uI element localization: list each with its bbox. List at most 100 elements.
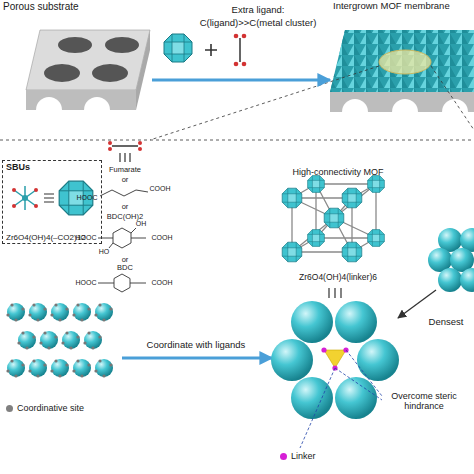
sbu-sphere <box>39 331 58 350</box>
sbu-box: SBUsZr6O4(OH)4(–CO2)12 <box>2 160 102 244</box>
sbu-sphere <box>28 359 47 378</box>
sbu-sphere <box>94 303 113 322</box>
mof-framework <box>282 176 384 262</box>
annotation: C(ligand)>>C(metal cluster) <box>200 18 317 28</box>
sbu-sphere <box>83 331 102 350</box>
membrane-panel: Intergrown MOF membrane <box>330 0 474 118</box>
zoom-line <box>150 66 474 140</box>
chemical-group: COOH <box>152 279 173 287</box>
panel-heading: Intergrown MOF membrane <box>330 0 474 13</box>
metal-cluster <box>164 34 192 62</box>
sbu-sphere <box>28 303 47 322</box>
metal-cluster <box>282 242 302 262</box>
slab-front <box>26 90 136 110</box>
ligand-bar <box>239 38 241 62</box>
sbu-sphere <box>6 359 25 378</box>
pore <box>44 64 80 82</box>
legend-swatch <box>6 405 13 412</box>
sbu-sphere <box>460 268 474 292</box>
sbu-sphere <box>6 303 25 322</box>
sbu-sphere <box>72 303 91 322</box>
chemical-group: COOH <box>150 185 171 193</box>
equivalence-sign <box>120 153 130 162</box>
membrane-base <box>330 30 474 92</box>
pore-arch <box>392 99 418 112</box>
linker-dot <box>321 347 326 352</box>
bond <box>98 228 146 248</box>
plus-sign <box>205 44 217 56</box>
sbu-sphere <box>438 268 462 292</box>
oxygen-atom <box>234 62 239 67</box>
slab-top <box>26 30 150 90</box>
sbu-sphere <box>61 331 80 350</box>
process-arrow <box>122 357 272 360</box>
pore <box>58 37 92 53</box>
metal-cluster <box>282 188 302 208</box>
substrate-slab <box>26 30 150 110</box>
pore-arch <box>442 99 468 112</box>
chemical-group: HO <box>99 248 110 256</box>
sbu-sphere <box>50 303 69 322</box>
annotation: Extra ligand: <box>232 5 285 15</box>
chemical-group: HOOC <box>77 194 98 202</box>
metal-cluster <box>368 176 385 193</box>
pore-arch <box>36 97 62 110</box>
annotation: Fumarate <box>109 166 141 174</box>
benzene-ring <box>113 228 131 248</box>
oxygen-atom <box>138 147 142 151</box>
oxygen-atom <box>108 147 112 151</box>
equivalence-sign <box>329 288 341 298</box>
mof-membrane <box>330 30 474 112</box>
annotation: BDC(OH)2 <box>107 213 143 221</box>
oxygen-atom <box>242 62 247 67</box>
densest-cluster <box>428 228 474 292</box>
sbu-sphere-array <box>6 303 113 378</box>
linker-icon <box>108 141 142 151</box>
chemical-group: BDC <box>117 264 133 272</box>
bdcoh2-structure <box>98 228 146 248</box>
oxygen-atom <box>34 188 38 192</box>
slab-side <box>136 30 150 110</box>
sbu-sphere <box>357 339 399 381</box>
panel-heading: SBUs <box>3 161 101 173</box>
annotation: or <box>122 176 129 184</box>
equivalence-sign <box>44 194 54 202</box>
annotation: Densest <box>429 317 464 327</box>
divider-line <box>0 140 474 141</box>
metal-cluster <box>342 188 362 208</box>
formula-text: Zr6O4(OH)4(linker)6 <box>268 272 408 284</box>
membrane-crystals <box>330 30 474 92</box>
sbu-sphere <box>50 359 69 378</box>
bdc-structure <box>98 274 146 292</box>
sbu-molecule <box>12 186 38 210</box>
linker-lines <box>292 184 376 252</box>
oxygen-atom <box>12 204 16 208</box>
flow-arrow <box>152 79 330 82</box>
pointer-arrow <box>398 290 436 318</box>
panel-heading: Porous substrate <box>0 0 152 14</box>
ligand-bar <box>112 145 138 147</box>
oxygen-atom <box>242 34 247 39</box>
pore-arch <box>342 99 368 112</box>
sbu-sphere <box>335 301 377 343</box>
pore <box>105 37 139 53</box>
fumarate-structure <box>100 190 148 196</box>
dense-packing <box>271 301 399 419</box>
oxygen-atom <box>34 204 38 208</box>
pore-arch <box>84 97 110 110</box>
interstice <box>324 350 346 368</box>
mof-panel: High-connectivity MOFZr6O4(OH)4(linker)6 <box>268 166 408 284</box>
metal-cluster <box>368 230 385 247</box>
chemical-group: HOOC <box>76 279 97 287</box>
chemical-group: or <box>122 256 129 264</box>
sbu-sphere <box>94 359 113 378</box>
sbu-sphere <box>291 301 333 343</box>
annotation: Overcome steric hindrance <box>382 392 466 412</box>
chemical-group: COOH <box>152 234 173 242</box>
benzene-ring <box>114 274 130 292</box>
oxygen-atom <box>138 141 142 145</box>
oxygen-atom <box>108 141 112 145</box>
metal-cluster <box>342 242 362 262</box>
sbu-sphere <box>271 339 313 381</box>
ligand-icon <box>234 34 247 67</box>
